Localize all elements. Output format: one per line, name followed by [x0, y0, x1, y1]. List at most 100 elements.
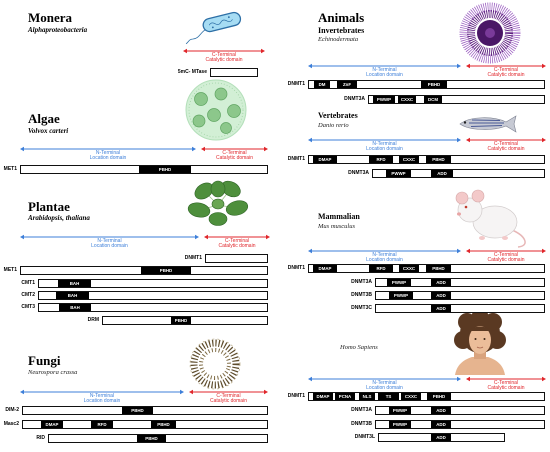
domain-pbhd: PBHD: [151, 421, 176, 428]
domain-pbhd: PBHD: [426, 265, 451, 272]
group-title-vertebrates: Vertebrates: [318, 111, 358, 120]
n-terminal-description: Location domain: [366, 146, 403, 152]
protein-label: DNMT3A: [351, 407, 372, 413]
arrow-head: [466, 248, 470, 254]
domain-rfd: RFD: [91, 421, 113, 428]
c-terminal-arrow: [201, 146, 268, 152]
group-title-invertebrates: Invertebrates: [318, 26, 365, 35]
protein-bar: ADD: [375, 304, 545, 313]
species-subtitle-monera: Alphaproteobacteria: [28, 26, 88, 34]
arrow-head: [466, 137, 470, 143]
species-subtitle-vertebrates: Danio rerio: [318, 122, 349, 129]
c-terminal-description: Catalytic domain: [487, 146, 525, 152]
group-title-mammalian: Mammalian: [318, 212, 360, 221]
protein-label: DNMT3C: [351, 305, 372, 311]
n-terminal-label: N-Terminal: [97, 237, 122, 244]
species-subtitle-plantae: Arabidopsis, thaliana: [28, 214, 90, 222]
arrow-head: [308, 376, 312, 382]
arrow-head: [204, 234, 208, 240]
domain-pbhd: PBHD: [426, 156, 451, 163]
domain-dmap: DMAP: [313, 265, 337, 272]
protein-label: DNMT1: [287, 156, 305, 162]
protein-bar: PBHD: [20, 266, 268, 275]
domain-bah: BAH: [59, 304, 91, 311]
n-terminal-arrow: [20, 146, 196, 152]
domain-bah: BAH: [56, 292, 89, 299]
mouse-icon: [455, 189, 526, 248]
domain-pbhd: PBHD: [141, 267, 191, 274]
domain-dmap: DMAP: [41, 421, 63, 428]
plant-icon: [187, 180, 249, 226]
domain-pbhd: PBHD: [122, 407, 153, 414]
domain-rfd: RFD: [369, 156, 393, 163]
n-terminal-arrow: [308, 63, 461, 69]
arrow-head: [183, 48, 187, 54]
c-terminal-description: Catalytic domain: [487, 72, 525, 78]
protein-label: Masc2: [3, 421, 19, 427]
arrow-head: [20, 146, 24, 152]
domain-pwwp: PWWP: [386, 170, 411, 177]
domain-pwwp: PWWP: [389, 421, 411, 428]
zebrafish-icon: [459, 115, 517, 133]
protein-bar: [205, 254, 268, 263]
domain-pbhd: PBHD: [421, 81, 447, 88]
domain-pbhd: PBHD: [137, 435, 166, 442]
domain-add: ADD: [431, 407, 451, 414]
arrow-head: [542, 137, 546, 143]
arrow-head: [20, 389, 24, 395]
protein-label: DNMT3L: [354, 434, 375, 440]
c-terminal-description: Catalytic domain: [487, 257, 525, 263]
domain-pwwp: PWWP: [387, 279, 411, 286]
domain-add: ADD: [431, 305, 451, 312]
n-terminal-arrow: [308, 376, 461, 382]
domain-pcna: PCNA: [335, 393, 355, 400]
domain-cxxc: CXXC: [398, 96, 416, 103]
domain-pbhd: PBHD: [171, 317, 191, 324]
arrow-head: [189, 389, 193, 395]
protein-bar: BAH: [38, 279, 268, 288]
domain-pwwp: PWWP: [373, 96, 395, 103]
arrow-head: [261, 48, 265, 54]
arrow-head: [542, 248, 546, 254]
sea-urchin-icon: [459, 2, 521, 64]
n-terminal-description: Location domain: [366, 385, 403, 391]
c-terminal-label: C-Terminal: [224, 237, 250, 244]
c-terminal-arrow: [466, 137, 546, 143]
protein-label: DNMT1: [184, 255, 202, 261]
protein-bar: PWWP ADD: [375, 420, 545, 429]
species-subtitle-mammalian: Mus musculus: [318, 223, 356, 230]
arrow-head: [542, 376, 546, 382]
domain-cxxc: CXXC: [401, 393, 421, 400]
protein-label: DNMT3A: [348, 170, 369, 176]
c-terminal-arrow: [204, 234, 270, 240]
domain-pwwp: PWWP: [389, 292, 413, 299]
c-terminal-label: C-Terminal: [211, 51, 237, 58]
domain-dcm: DCM: [424, 96, 442, 103]
protein-bar: PBHD: [48, 434, 268, 443]
n-terminal-arrow: [20, 389, 184, 395]
arrow-head: [457, 376, 461, 382]
arrow-head: [308, 63, 312, 69]
domain-add: ADD: [431, 434, 451, 441]
protein-bar: PWWP ADD: [375, 291, 545, 300]
protein-label: DNMT3A: [344, 96, 365, 102]
volvox-icon: [185, 79, 247, 141]
n-terminal-arrow: [308, 137, 461, 143]
domain-add: ADD: [431, 421, 451, 428]
protein-bar: PBHD: [22, 406, 268, 415]
n-terminal-description: Location domain: [366, 257, 403, 263]
protein-bar: PBHD: [102, 316, 268, 325]
domain-add: ADD: [431, 292, 451, 299]
arrow-head: [466, 376, 470, 382]
domain-dm: DM: [314, 81, 330, 88]
c-terminal-description: Catalytic domain: [205, 57, 243, 63]
arrow-head: [457, 137, 461, 143]
arrow-head: [308, 137, 312, 143]
protein-label: RID: [36, 435, 45, 441]
n-terminal-label: N-Terminal: [372, 140, 397, 147]
